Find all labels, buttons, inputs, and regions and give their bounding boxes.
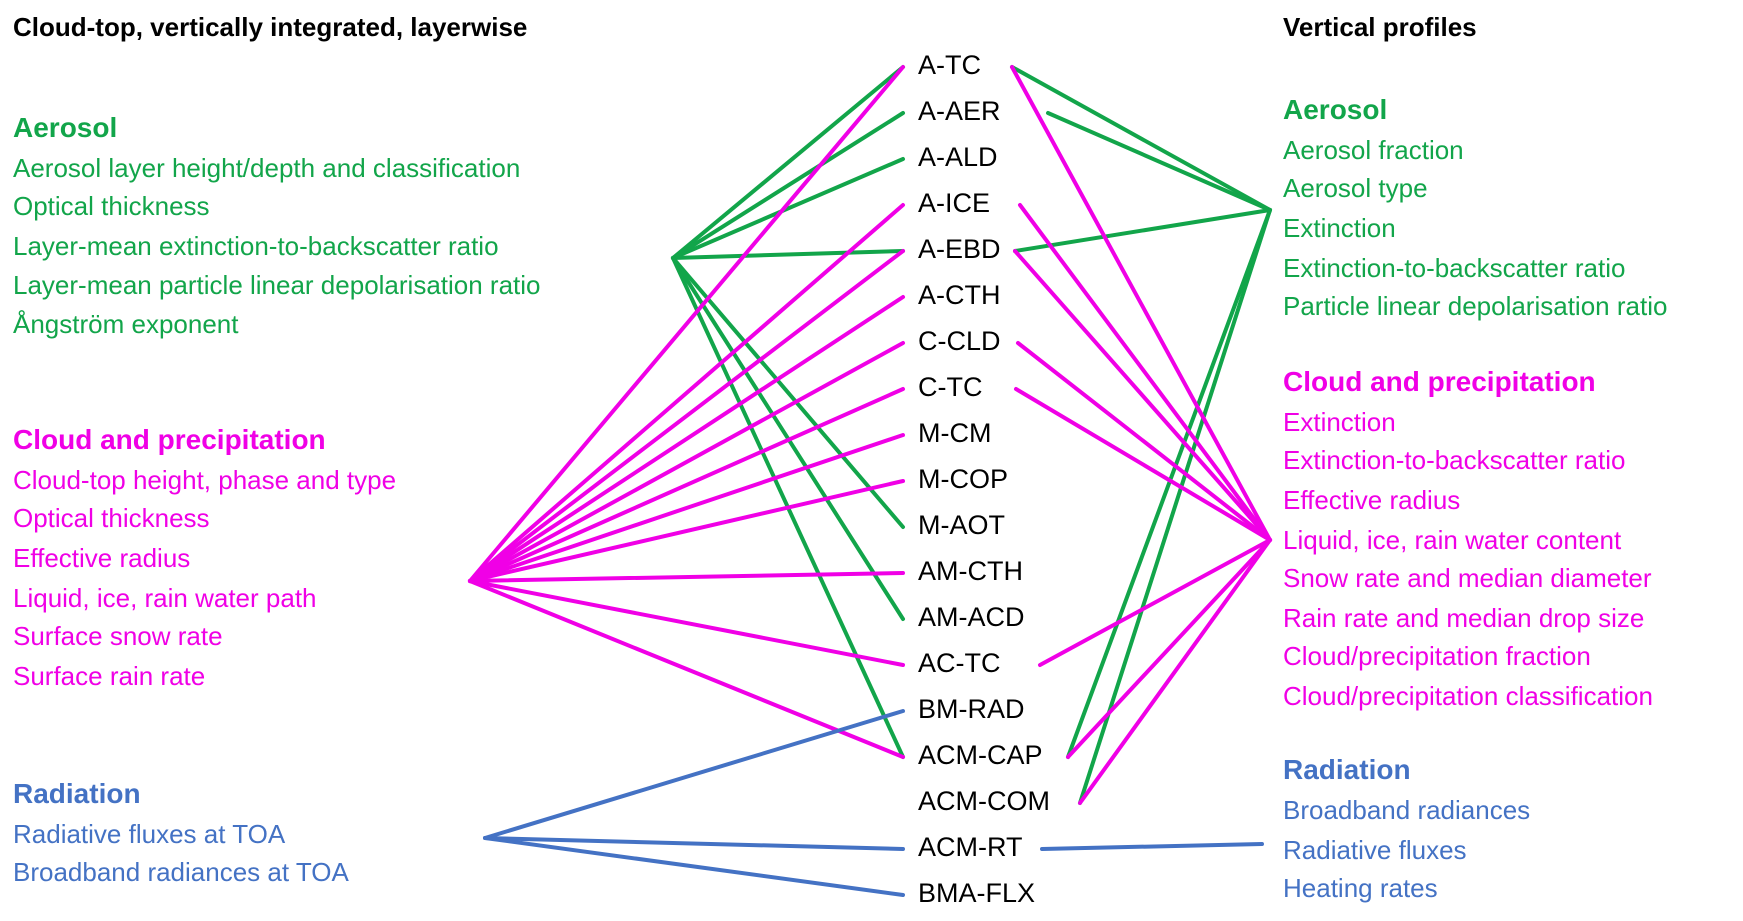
- right-cloud-item: Rain rate and median drop size: [1283, 603, 1645, 633]
- product-label: AM-ACD: [918, 602, 1025, 632]
- connector-left-cloud-m-cop: [468, 479, 905, 583]
- left-cloud-item: Effective radius: [13, 543, 191, 573]
- product-label: A-ALD: [918, 142, 998, 172]
- connector-left-cloud-a-cth: [468, 295, 905, 583]
- left-cloud-item: Optical thickness: [13, 503, 210, 533]
- right-cloud-item: Extinction: [1283, 407, 1396, 437]
- right-aerosol-item: Aerosol type: [1283, 173, 1428, 203]
- product-label: A-CTH: [918, 280, 1001, 310]
- left-cloud-item: Liquid, ice, rain water path: [13, 583, 317, 613]
- connector-left-radiation-acm-rt: [483, 836, 905, 851]
- connector-left-cloud-acm-cap: [468, 579, 905, 759]
- right-cloud-item: Extinction-to-backscatter ratio: [1283, 445, 1626, 475]
- left-aerosol-item: Optical thickness: [13, 191, 210, 221]
- product-label: AM-CTH: [918, 556, 1023, 586]
- connector-right-aerosol-acm-cap: [1066, 208, 1272, 759]
- left-header: Cloud-top, vertically integrated, layerw…: [13, 12, 528, 42]
- right-cloud-item: Effective radius: [1283, 485, 1461, 515]
- right-aerosol-item: Extinction: [1283, 213, 1396, 243]
- left-aerosol-title: Aerosol: [13, 112, 118, 143]
- connector-left-cloud-am-cth: [468, 571, 905, 583]
- left-radiation-item: Broadband radiances at TOA: [13, 857, 349, 887]
- right-cloud-item: Liquid, ice, rain water content: [1283, 525, 1622, 555]
- connector-right-aerosol-a-ebd: [1013, 208, 1272, 253]
- right-cloud-item: Snow rate and median diameter: [1283, 563, 1652, 593]
- product-label: ACM-CAP: [918, 740, 1043, 770]
- left-radiation-title: Radiation: [13, 778, 141, 809]
- connector-right-cloud-acm-com: [1078, 538, 1272, 805]
- product-label: A-TC: [918, 50, 981, 80]
- product-label: A-EBD: [918, 234, 1001, 264]
- product-label: A-AER: [918, 96, 1001, 126]
- connector-right-cloud-a-ebd: [1013, 249, 1272, 542]
- connector-left-radiation-bma-flx: [483, 836, 905, 897]
- connector-right-cloud-c-tc: [1014, 387, 1272, 542]
- product-label: C-TC: [918, 372, 983, 402]
- product-label: ACM-RT: [918, 832, 1023, 862]
- connector-right-aerosol-a-tc: [1010, 65, 1272, 212]
- connector-left-aerosol-m-aot: [671, 256, 905, 529]
- left-cloud-title: Cloud and precipitation: [13, 424, 326, 455]
- connector-right-cloud-a-ice: [1018, 203, 1272, 542]
- product-label: M-COP: [918, 464, 1008, 494]
- left-cloud-item: Cloud-top height, phase and type: [13, 465, 397, 495]
- connector-right-cloud-c-cld: [1016, 341, 1272, 542]
- right-header: Vertical profiles: [1283, 12, 1477, 42]
- right-cloud-item: Cloud/precipitation classification: [1283, 681, 1653, 711]
- right-aerosol-title: Aerosol: [1283, 94, 1388, 125]
- connector-right-radiation-acm-rt: [1040, 842, 1264, 851]
- right-cloud-item: Cloud/precipitation fraction: [1283, 641, 1591, 671]
- left-aerosol-item: Layer-mean extinction-to-backscatter rat…: [13, 231, 499, 261]
- product-label: M-AOT: [918, 510, 1005, 540]
- product-label: C-CLD: [918, 326, 1001, 356]
- left-aerosol-item: Layer-mean particle linear depolarisatio…: [13, 270, 541, 300]
- connector-left-aerosol-a-ebd: [671, 249, 905, 260]
- product-label: M-CM: [918, 418, 992, 448]
- right-radiation-item: Heating rates: [1283, 873, 1438, 903]
- product-label: BMA-FLX: [918, 878, 1036, 908]
- connector-left-cloud-c-tc: [468, 387, 905, 583]
- connector-left-cloud-a-ice: [468, 203, 905, 583]
- connector-right-cloud-acm-cap: [1066, 538, 1272, 759]
- right-radiation-item: Broadband radiances: [1283, 795, 1531, 825]
- left-cloud-item: Surface rain rate: [13, 661, 206, 691]
- connector-left-cloud-ac-tc: [468, 579, 905, 667]
- connector-left-cloud-a-tc: [468, 65, 905, 583]
- connector-right-cloud-ac-tc: [1038, 538, 1272, 667]
- left-aerosol-item: Aerosol layer height/depth and classific…: [13, 153, 521, 183]
- right-aerosol-item: Particle linear depolarisation ratio: [1283, 291, 1668, 321]
- connector-left-cloud-m-cm: [468, 433, 905, 583]
- product-label: AC-TC: [918, 648, 1001, 678]
- right-aerosol-item: Aerosol fraction: [1283, 135, 1464, 165]
- left-radiation-item: Radiative fluxes at TOA: [13, 819, 286, 849]
- connector-right-aerosol-acm-com: [1078, 208, 1272, 805]
- right-aerosol-item: Extinction-to-backscatter ratio: [1283, 253, 1626, 283]
- connector-right-aerosol-a-aer: [1046, 111, 1272, 212]
- product-label: A-ICE: [918, 188, 991, 218]
- product-label: ACM-COM: [918, 786, 1050, 816]
- right-radiation-item: Radiative fluxes: [1283, 835, 1467, 865]
- right-cloud-title: Cloud and precipitation: [1283, 366, 1596, 397]
- connector-left-cloud-c-cld: [468, 341, 905, 583]
- connector-left-radiation-bm-rad: [483, 709, 905, 840]
- left-cloud-item: Surface snow rate: [13, 621, 223, 651]
- connector-left-cloud-a-ebd: [468, 249, 905, 583]
- product-label: BM-RAD: [918, 694, 1025, 724]
- connector-right-cloud-a-tc: [1010, 65, 1272, 542]
- right-radiation-title: Radiation: [1283, 754, 1411, 785]
- connector-left-aerosol-a-aer: [671, 111, 905, 260]
- connector-left-aerosol-a-ald: [671, 157, 905, 260]
- left-aerosol-item: Ångström exponent: [13, 309, 239, 339]
- connector-left-aerosol-a-tc: [671, 65, 905, 260]
